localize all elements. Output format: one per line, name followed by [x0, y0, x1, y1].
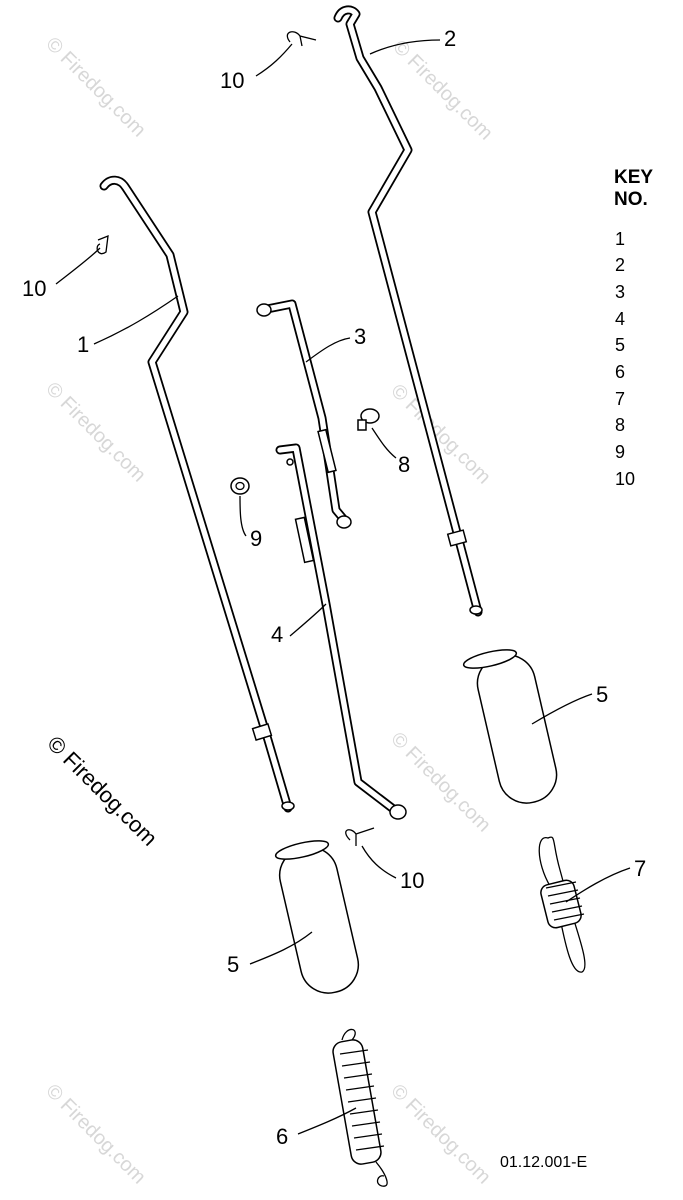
key-list: KEY NO. 1 2 3 4 5 6 7 8 9 10 — [614, 167, 653, 489]
callout-5-right: 5 — [596, 682, 608, 707]
key-item: 1 — [615, 229, 625, 249]
callout-9: 9 — [250, 526, 262, 551]
part-7-spring — [538, 836, 586, 973]
key-item: 9 — [615, 442, 625, 462]
callout-5-left: 5 — [227, 952, 239, 977]
callout-10-top: 10 — [220, 68, 244, 93]
key-item: 8 — [615, 415, 625, 435]
key-item: 5 — [615, 335, 625, 355]
watermarks: © Firedog.com © Firedog.com © Firedog.co… — [41, 33, 497, 1189]
part-6-spring — [332, 1028, 388, 1187]
watermark: © Firedog.com — [41, 33, 150, 142]
callout-8: 8 — [398, 452, 410, 477]
part-10-cotter-pins — [96, 31, 375, 846]
watermark: © Firedog.com — [41, 1080, 150, 1189]
copyright-watermark: © Firedog.com — [42, 731, 162, 851]
callout-6: 6 — [276, 1124, 288, 1149]
key-item: 2 — [615, 255, 625, 275]
part-8-shoulder-bolt — [357, 408, 380, 431]
part-1-control-rod — [99, 175, 295, 813]
watermark: © Firedog.com — [386, 1080, 495, 1189]
callout-2: 2 — [444, 26, 456, 51]
leader-lines — [55, 39, 631, 1135]
key-item: 3 — [615, 282, 625, 302]
watermark: © Firedog.com — [41, 378, 150, 487]
callout-7: 7 — [634, 856, 646, 881]
callout-1: 1 — [77, 332, 89, 357]
watermark: © Firedog.com — [386, 728, 495, 837]
key-item: 6 — [615, 362, 625, 382]
callout-10-bottom: 10 — [400, 868, 424, 893]
part-5-grip-left — [274, 840, 360, 994]
watermark: © Firedog.com — [388, 36, 497, 145]
part-2-control-rod — [333, 5, 483, 617]
key-title-line1: KEY — [614, 167, 653, 188]
part-5-grip-right — [462, 649, 558, 804]
callouts: 10 2 10 1 3 8 9 4 5 10 7 5 6 — [22, 26, 646, 1149]
callout-4: 4 — [271, 622, 283, 647]
key-item: 4 — [615, 309, 625, 329]
part-9-nut — [230, 477, 250, 495]
callout-3: 3 — [354, 324, 366, 349]
part-3-link-arm — [256, 299, 352, 529]
key-item: 10 — [615, 469, 635, 489]
key-item: 7 — [615, 389, 625, 409]
callout-10-left: 10 — [22, 276, 46, 301]
key-title-line2: NO. — [614, 189, 648, 210]
part-4-link-arm — [275, 443, 407, 820]
drawing-code: 01.12.001-E — [500, 1154, 587, 1171]
